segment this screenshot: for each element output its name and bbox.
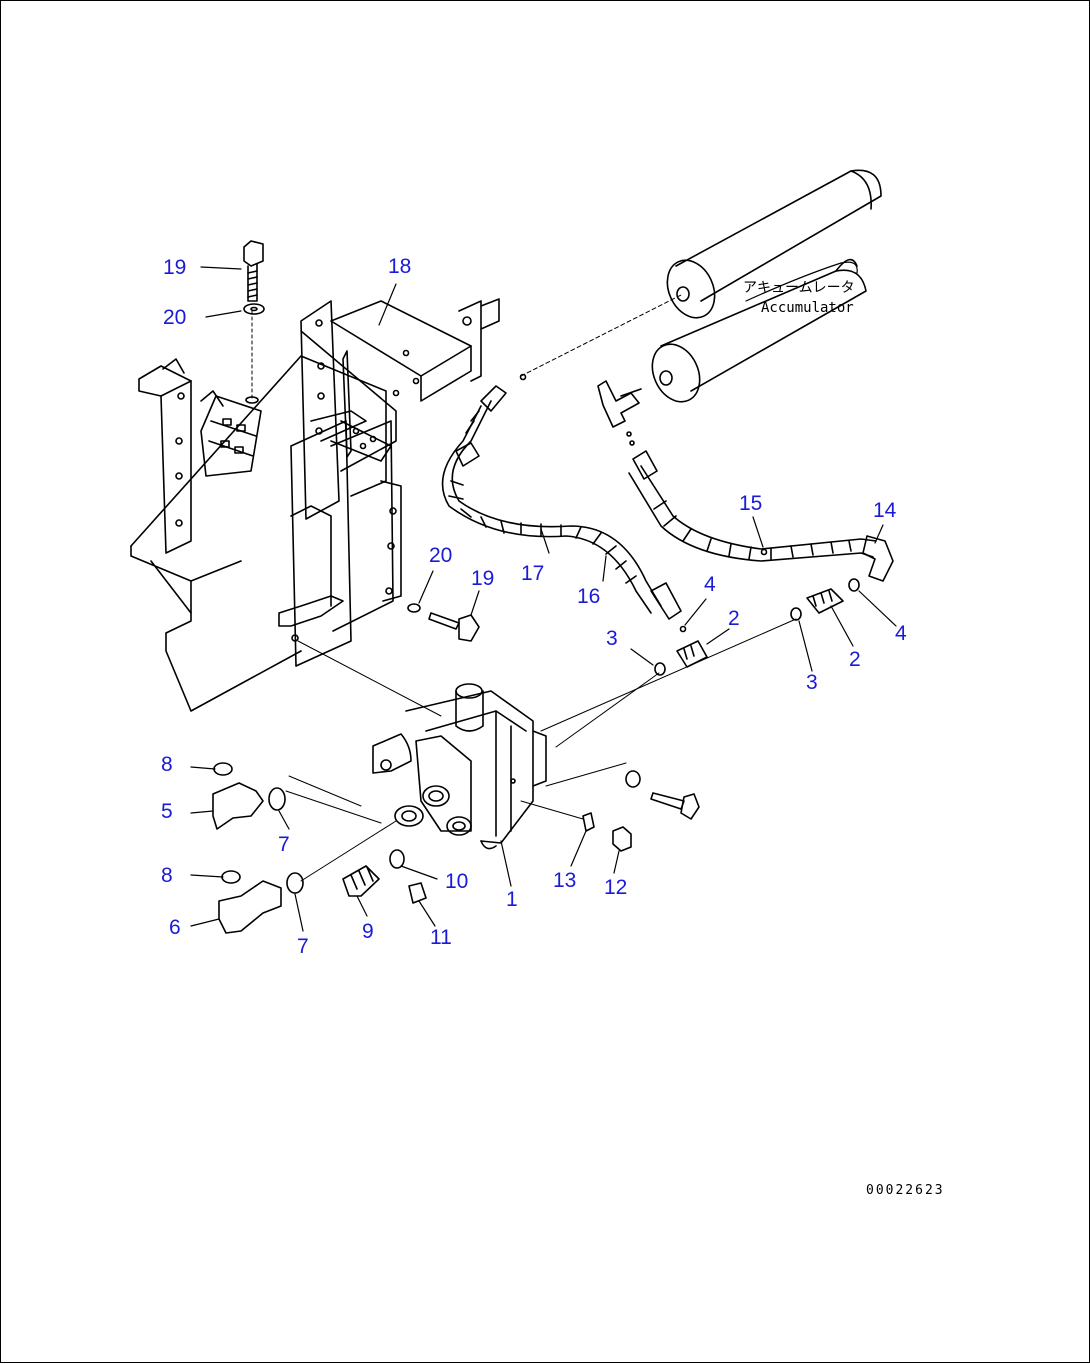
callout-8-lower: 8 [161,864,173,887]
callout-18: 18 [388,255,412,278]
hose-15 [628,450,877,562]
callout-20-mid: 20 [429,544,453,567]
callout-9: 9 [362,920,374,943]
callout-12: 12 [604,876,628,899]
callout-13: 13 [553,869,577,892]
tee-fitting [597,380,642,446]
callout-10: 10 [445,870,469,893]
washer-20-upper [243,303,265,315]
callout-1: 1 [506,888,518,911]
callout-7-lower: 7 [297,935,309,958]
connector-2-left [654,625,708,676]
callout-11: 11 [430,926,452,949]
callout-5: 5 [161,800,173,823]
callout-14: 14 [873,499,897,522]
elbow-14 [848,535,894,592]
elbow-6 [218,870,304,934]
nut-12 [612,826,632,852]
mounting-bracket [130,298,500,712]
callout-2-right: 2 [849,648,861,671]
fitting-9 [342,849,427,904]
callout-3-left: 3 [606,627,618,650]
callout-19-upper: 19 [163,256,187,279]
accumulator-label-japanese: アキュームレータ [743,280,855,296]
callout-15: 15 [739,492,763,515]
phantom-lines [285,618,797,882]
callout-19-mid: 19 [471,567,495,590]
callout-20-upper: 20 [163,306,187,329]
elbow-5 [212,762,286,830]
callout-7-upper: 7 [278,833,290,856]
hose-17-16 [441,294,682,620]
drawing-code: 00022623 [866,1183,945,1198]
leader-lines [190,261,897,932]
bolt-valve-right [625,770,700,820]
bolt-19-mid [407,603,480,642]
connector-2-right [790,588,844,621]
valve-body-1 [372,683,547,850]
callout-4-left: 4 [704,573,716,596]
callout-3-right: 3 [806,671,818,694]
accumulator-upper [666,169,882,319]
callout-16: 16 [577,585,601,608]
callout-8-upper: 8 [161,753,173,776]
callout-6: 6 [169,916,181,939]
plug-13 [582,812,595,832]
bolt-19-upper [243,240,264,404]
callout-2-left: 2 [728,607,740,630]
callout-4-right: 4 [895,622,907,645]
accumulator-lower [651,258,867,403]
callout-17: 17 [521,562,545,585]
accumulator-label-english: Accumulator [761,300,854,316]
